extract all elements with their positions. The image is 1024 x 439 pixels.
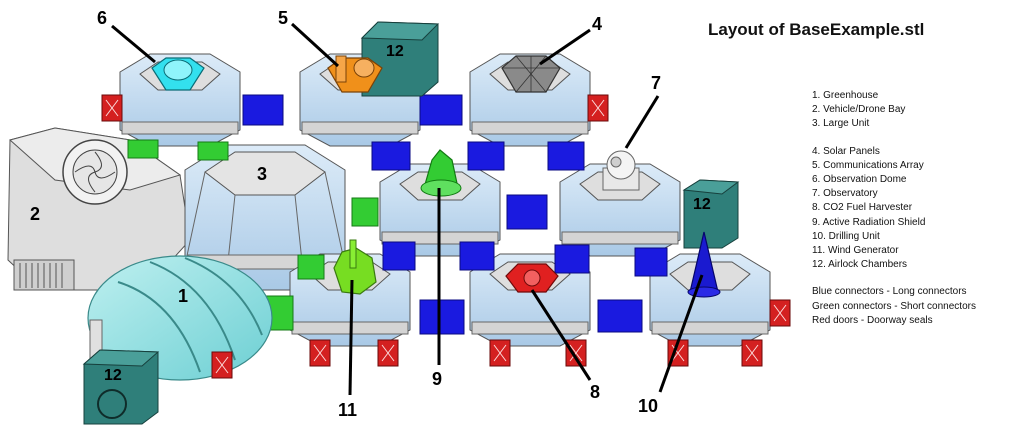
doorway-seal-mark xyxy=(313,344,327,362)
observatory xyxy=(602,150,640,191)
legend-item: 9. Active Radiation Shield xyxy=(812,216,926,228)
greenhouse xyxy=(87,255,273,381)
legend-item: 12. Airlock Chambers xyxy=(812,259,908,271)
doorway-seal-mark xyxy=(569,344,583,362)
doorway-seal-mark xyxy=(745,344,759,362)
legend-item: 11. Wind Generator xyxy=(812,245,899,257)
legend-item: 10. Drilling Unit xyxy=(812,230,880,242)
legend: 1. Greenhouse 2. Vehicle/Drone Bay 3. La… xyxy=(812,89,976,328)
callout-9: 9 xyxy=(432,369,442,389)
callout-8: 8 xyxy=(590,382,600,402)
doorway-seal-mark xyxy=(381,344,395,362)
hex-module-base xyxy=(471,121,589,135)
callout-5: 5 xyxy=(278,8,288,28)
short-connectors xyxy=(127,139,379,331)
observation-dome xyxy=(151,57,205,91)
doorway-seal-mark xyxy=(773,304,787,322)
hex-module-base xyxy=(121,121,239,135)
hex-module-base xyxy=(301,121,419,135)
hex-module-base xyxy=(471,321,589,335)
callout-12-top: 12 xyxy=(386,43,404,60)
solar-panels xyxy=(501,55,561,93)
co2-fuel-harvester xyxy=(505,263,559,293)
legend-item: 1. Greenhouse xyxy=(812,90,879,101)
doorway-seal-mark xyxy=(671,344,685,362)
active-radiation-shield xyxy=(420,149,462,197)
wind-generator xyxy=(333,239,377,295)
hex-module-base xyxy=(651,321,769,335)
vehicle-drone-bay xyxy=(7,127,191,291)
hex-module-base xyxy=(561,231,679,245)
legend-item: 8. CO2 Fuel Harvester xyxy=(812,202,913,214)
doorway-seal-mark xyxy=(591,99,605,117)
callout-1: 1 xyxy=(178,286,188,306)
callout-4: 4 xyxy=(592,14,602,34)
airlock-chamber-right xyxy=(682,179,740,249)
communications-array xyxy=(327,55,383,93)
callout-11: 11 xyxy=(338,400,357,420)
doorway-seal-mark xyxy=(105,99,119,117)
callout-12-bottom: 12 xyxy=(104,367,122,384)
legend-item: Red doors - Doorway seals xyxy=(812,314,933,326)
legend-item: 4. Solar Panels xyxy=(812,145,880,157)
legend-item: 6. Observation Dome xyxy=(812,174,907,186)
diagram-title: Layout of BaseExample.stl xyxy=(708,20,925,39)
callout-lines xyxy=(111,22,704,396)
long-connectors xyxy=(242,94,668,335)
callout-6: 6 xyxy=(97,8,107,28)
large-unit xyxy=(184,144,346,291)
legend-item: 2. Vehicle/Drone Bay xyxy=(812,104,906,116)
callout-12-right: 12 xyxy=(693,196,711,213)
legend-item: 3. Large Unit xyxy=(812,118,870,130)
callout-7: 7 xyxy=(651,73,661,93)
legend-item: 7. Observatory xyxy=(812,188,878,200)
legend-item: Green connectors - Short connectors xyxy=(812,300,976,312)
callout-2: 2 xyxy=(30,204,40,224)
airlock-chamber-top xyxy=(360,21,440,97)
doorway-seals xyxy=(101,94,791,379)
airlock-chamber-bottom xyxy=(82,349,160,425)
callout-3: 3 xyxy=(257,164,267,184)
legend-item: Blue connectors - Long connectors xyxy=(812,286,967,298)
doorway-seal-mark xyxy=(493,344,507,362)
callout-10: 10 xyxy=(638,396,658,416)
legend-item: 5. Communications Array xyxy=(812,159,924,171)
doorway-seal-mark xyxy=(215,356,229,374)
